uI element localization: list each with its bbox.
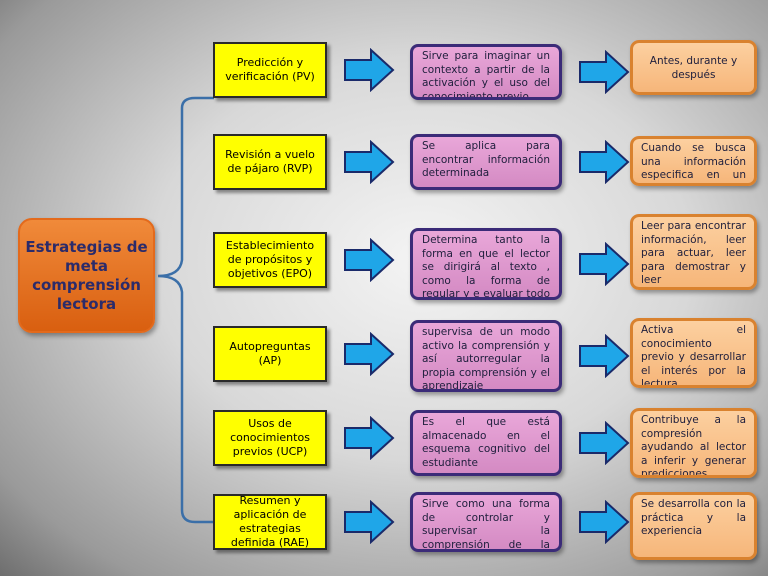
usage-box: Se desarrolla con la práctica y la exper… [630, 492, 757, 560]
description-text: supervisa de un modo activo la comprensi… [422, 326, 550, 392]
usage-box: Cuando se busca una información especifi… [630, 136, 757, 186]
arrow-right-icon [578, 139, 630, 185]
strategy-box: Usos de conocimientos previos (UCP) [213, 410, 327, 466]
description-box: supervisa de un modo activo la comprensi… [410, 320, 562, 392]
description-box: Es el que está almacenado en el esquema … [410, 410, 562, 476]
description-text: Sirve para imaginar un contexto a partir… [422, 50, 550, 100]
description-box: Determina tanto la forma en que el lecto… [410, 228, 562, 300]
main-topic-label: Estrategias de meta comprensión lectora [25, 237, 148, 313]
arrow-right-icon [343, 331, 395, 377]
description-text: Es el que está almacenado en el esquema … [422, 416, 550, 469]
strategy-label: Usos de conocimientos previos (UCP) [230, 417, 310, 458]
strategy-box: Establecimiento de propósitos y objetivo… [213, 232, 327, 288]
description-text: Se aplica para encontrar información det… [422, 140, 550, 179]
usage-text: Contribuye a la compresión ayudando al l… [641, 414, 746, 478]
usage-text: Se desarrolla con la práctica y la exper… [641, 498, 746, 537]
strategy-box: Resumen y aplicación de estrategias defi… [213, 494, 327, 550]
arrow-right-icon [578, 420, 630, 466]
usage-box: Antes, durante y después [630, 40, 757, 95]
arrow-right-icon [343, 139, 395, 185]
description-box: Sirve para imaginar un contexto a partir… [410, 44, 562, 100]
strategy-label: Predicción y verificación (PV) [225, 56, 315, 83]
description-text: Sirve como una forma de controlar y supe… [422, 498, 550, 551]
strategy-label: Establecimiento de propósitos y objetivo… [225, 239, 315, 280]
usage-box: Leer para encontrar información, leer pa… [630, 214, 757, 290]
arrow-right-icon [343, 499, 395, 545]
strategy-box: Predicción y verificación (PV) [213, 42, 327, 98]
strategy-label: Resumen y aplicación de estrategias defi… [230, 494, 310, 549]
usage-box: Activa el conocimiento previo y desarrol… [630, 318, 757, 388]
arrow-right-icon [343, 47, 395, 93]
usage-text: Antes, durante y después [649, 55, 738, 81]
arrow-right-icon [343, 237, 395, 283]
description-text: Determina tanto la forma en que el lecto… [422, 234, 550, 300]
strategy-box: Revisión a vuelo de pájaro (RVP) [213, 134, 327, 190]
strategy-box: Autopreguntas (AP) [213, 326, 327, 382]
usage-text: Activa el conocimiento previo y desarrol… [641, 324, 746, 388]
description-box: Se aplica para encontrar información det… [410, 134, 562, 190]
arrow-right-icon [343, 415, 395, 461]
strategy-label: Revisión a vuelo de pájaro (RVP) [225, 148, 315, 175]
main-topic-box: Estrategias de meta comprensión lectora [18, 218, 155, 333]
usage-text: Cuando se busca una información especifi… [641, 142, 746, 183]
strategy-label: Autopreguntas (AP) [229, 340, 311, 367]
arrow-right-icon [578, 499, 630, 545]
description-box: Sirve como una forma de controlar y supe… [410, 492, 562, 552]
arrow-right-icon [578, 333, 630, 379]
usage-box: Contribuye a la compresión ayudando al l… [630, 408, 757, 478]
usage-text: Leer para encontrar información, leer pa… [641, 220, 746, 286]
arrow-right-icon [578, 241, 630, 287]
bracket-connector [157, 96, 214, 524]
arrow-right-icon [578, 49, 630, 95]
